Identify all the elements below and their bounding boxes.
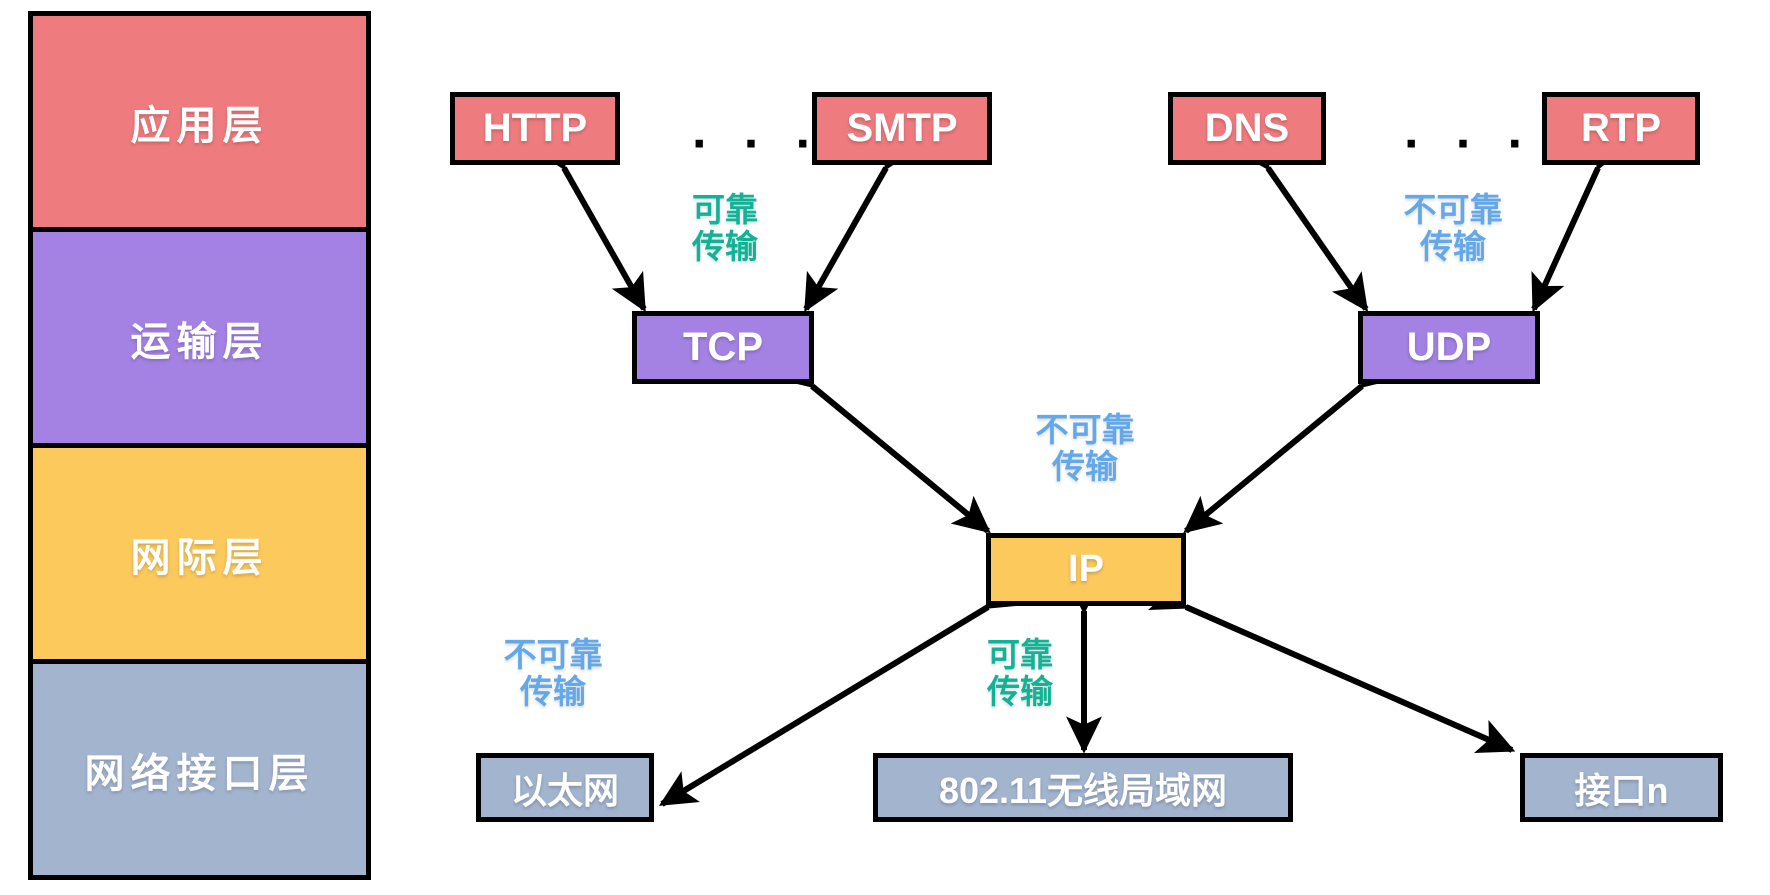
node-label: 接口n [1574,769,1669,811]
node-label: 802.11无线局域网 [938,769,1228,811]
edge-label-ethernet-unreliable: 不可靠 传输 [478,636,628,711]
node-label: IP [1068,548,1104,590]
node-label: HTTP [482,106,588,150]
edge-label-line2: 传输 [987,672,1053,710]
node-interface-n[interactable]: 接口n [1520,753,1723,822]
app-left-ellipsis: · · · [692,118,823,170]
arrow-rtp-udp [1531,129,1629,313]
arrow-ip-interface [1147,577,1516,753]
edge-label-ip-unreliable: 不可靠 传输 [1010,411,1160,486]
edge-label-line1: 可靠 [692,191,758,228]
ellipsis-text: · · · [1404,115,1535,173]
node-wlan[interactable]: 802.11无线局域网 [873,753,1293,822]
node-label: TCP [683,325,763,369]
node-dns[interactable]: DNS [1168,92,1326,165]
arrow-tcp-ip [774,350,991,534]
edge-label-line1: 不可靠 [1403,191,1503,228]
edge-label-line2: 传输 [520,672,586,710]
node-ip[interactable]: IP [986,533,1186,606]
edge-label-line2: 传输 [692,227,758,265]
stack-layer-label: 网际层 [130,535,269,580]
edge-label-line2: 传输 [1052,447,1118,485]
node-rtp[interactable]: RTP [1542,92,1700,165]
ellipsis-text: · · · [692,115,823,173]
node-ethernet[interactable]: 以太网 [476,753,654,822]
stack-layer-application: 应用层 [33,16,366,232]
protocol-stack-column: 应用层 运输层 网际层 网络接口层 [28,11,371,880]
arrow-http-tcp [531,129,647,313]
node-label: SMTP [846,106,958,150]
node-tcp[interactable]: TCP [632,311,814,384]
edge-label-line1: 可靠 [987,636,1053,673]
edge-label-tcp-reliable: 可靠 传输 [655,191,795,266]
node-udp[interactable]: UDP [1358,311,1540,384]
node-smtp[interactable]: SMTP [812,92,992,165]
edge-label-wlan-reliable: 可靠 传输 [955,636,1085,711]
app-right-ellipsis: · · · [1404,118,1535,170]
stack-layer-network-access: 网络接口层 [33,664,366,875]
stack-layer-transport: 运输层 [33,232,366,448]
edge-label-line1: 不可靠 [503,636,603,673]
node-label: 以太网 [510,769,619,811]
node-label: UDP [1406,325,1492,369]
arrow-smtp-tcp [803,129,919,313]
stack-layer-label: 网络接口层 [84,751,315,796]
stack-layer-label: 应用层 [130,103,269,148]
stack-layer-internet: 网际层 [33,448,366,664]
node-label: DNS [1204,106,1290,150]
edge-label-udp-unreliable: 不可靠 传输 [1380,191,1526,266]
edge-label-line1: 不可靠 [1035,411,1135,448]
edge-label-line2: 传输 [1420,227,1486,265]
node-http[interactable]: HTTP [450,92,620,165]
node-label: RTP [1581,106,1661,150]
stack-layer-label: 运输层 [130,319,269,364]
arrow-udp-ip [1183,350,1400,534]
arrow-dns-udp [1234,130,1369,312]
